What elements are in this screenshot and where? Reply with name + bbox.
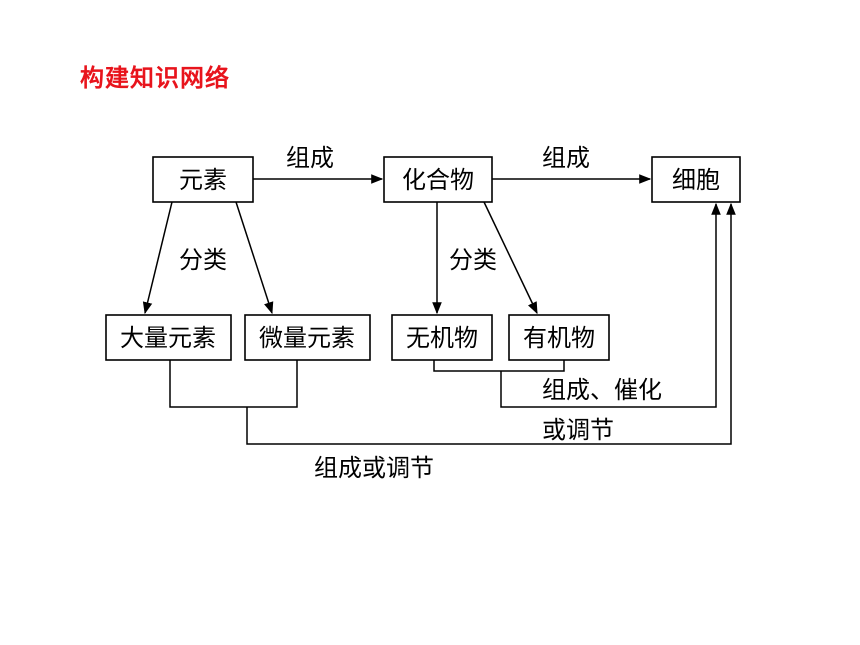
bracket-inorganic-organic [433, 360, 565, 372]
label-compose-or-regulate: 组成或调节 [314, 454, 434, 482]
label-compose-2: 组成 [542, 144, 590, 172]
node-organic: 有机物 [508, 314, 610, 361]
node-micro-elements: 微量元素 [244, 314, 371, 361]
arrow-compounds-to-organic [483, 201, 538, 315]
node-organic-label: 有机物 [523, 324, 595, 352]
arrow-elements-to-cell-function [246, 202, 736, 445]
node-inorganic: 无机物 [391, 314, 493, 361]
label-compose-1: 组成 [286, 144, 334, 172]
arrow-elements-to-macro [142, 201, 173, 315]
node-elements-label: 元素 [179, 166, 227, 194]
node-macro-elements-label: 大量元素 [120, 324, 216, 352]
node-elements: 元素 [152, 156, 254, 203]
node-compounds-label: 化合物 [402, 166, 474, 194]
label-classify-2: 分类 [449, 246, 497, 274]
bracket-macro-micro [169, 360, 298, 408]
node-micro-elements-label: 微量元素 [259, 324, 355, 352]
arrow-elements-to-micro [235, 201, 274, 315]
arrow-compounds-to-cell-function [500, 202, 721, 408]
label-compose-catalyze-line2: 或调节 [542, 416, 614, 444]
label-compose-catalyze-line1: 组成、催化 [542, 376, 662, 404]
node-macro-elements: 大量元素 [105, 314, 232, 361]
node-inorganic-label: 无机物 [406, 324, 478, 352]
node-compounds: 化合物 [383, 156, 493, 203]
label-classify-1: 分类 [179, 246, 227, 274]
node-cell: 细胞 [651, 156, 741, 203]
node-cell-label: 细胞 [672, 166, 720, 194]
page-title: 构建知识网络 [80, 64, 230, 92]
